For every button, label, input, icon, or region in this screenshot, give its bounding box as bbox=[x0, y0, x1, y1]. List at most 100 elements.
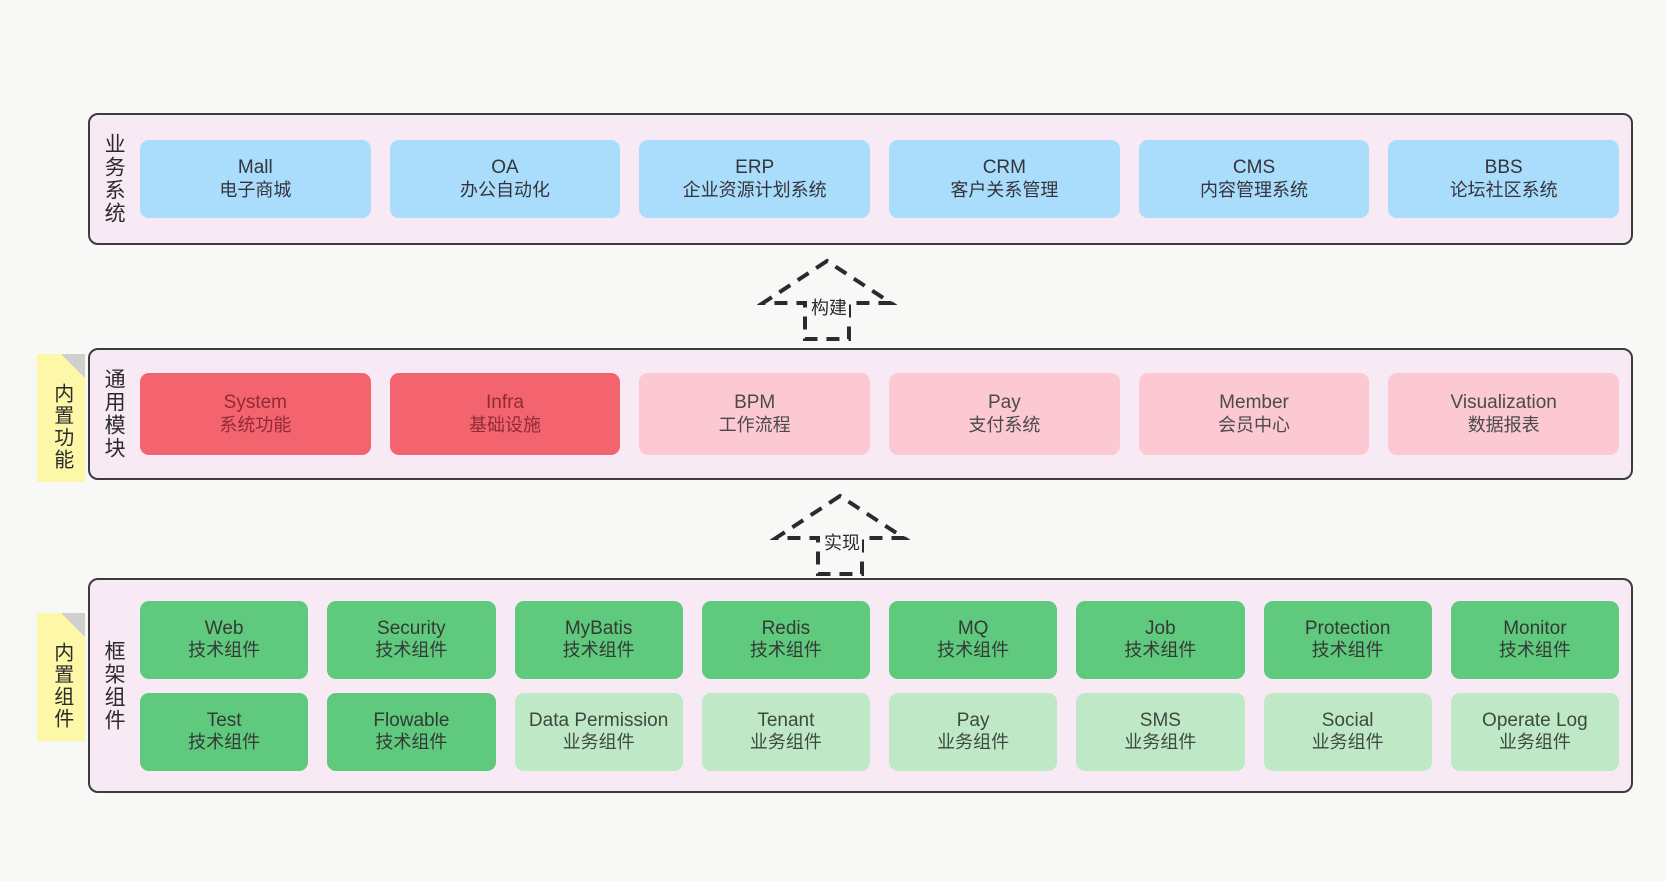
module-card-subtitle: 技术组件 bbox=[188, 640, 261, 661]
module-card-subtitle: 技术组件 bbox=[937, 640, 1010, 661]
module-card-subtitle: 技术组件 bbox=[1311, 640, 1384, 661]
arrow-build-label: 构建 bbox=[809, 294, 849, 320]
module-card-subtitle: 系统功能 bbox=[219, 414, 292, 435]
sticky-note-label: 内置组件 bbox=[50, 642, 73, 730]
module-card-subtitle: 数据报表 bbox=[1467, 414, 1540, 435]
module-card-title: SMS bbox=[1139, 709, 1181, 731]
module-card-subtitle: 工作流程 bbox=[718, 414, 791, 435]
module-card-title: CMS bbox=[1232, 157, 1276, 179]
module-card-subtitle: 内容管理系统 bbox=[1200, 179, 1309, 200]
sticky-note-label: 内置功能 bbox=[50, 383, 73, 471]
module-card-subtitle: 业务组件 bbox=[562, 732, 635, 753]
module-card-title: ERP bbox=[735, 157, 775, 179]
module-card-title: Redis bbox=[761, 617, 811, 639]
module-card-title: Job bbox=[1145, 617, 1176, 639]
module-card-subtitle: 技术组件 bbox=[375, 732, 448, 753]
module-card-title: Pay bbox=[956, 709, 990, 731]
module-card-title: BPM bbox=[734, 392, 776, 414]
layer-title-business-systems: 业务系统 bbox=[102, 133, 126, 225]
module-card-subtitle: 企业资源计划系统 bbox=[682, 179, 827, 200]
module-card-title: BBS bbox=[1484, 157, 1523, 179]
module-card-title: Flowable bbox=[373, 709, 450, 731]
module-card-title: Test bbox=[206, 709, 242, 731]
module-card-subtitle: 业务组件 bbox=[1498, 732, 1571, 753]
module-card-title: Protection bbox=[1304, 617, 1391, 639]
arrow-build: 构建 bbox=[756, 255, 898, 343]
module-card-subtitle: 办公自动化 bbox=[460, 179, 550, 200]
module-card-title: Operate Log bbox=[1482, 709, 1588, 731]
module-card-title: Member bbox=[1219, 392, 1289, 414]
module-card-title: Tenant bbox=[757, 709, 815, 731]
module-card-subtitle: 客户关系管理 bbox=[950, 179, 1059, 200]
module-card-subtitle: 业务组件 bbox=[1124, 732, 1197, 753]
module-card-title: Infra bbox=[485, 392, 525, 414]
arrow-implement: 实现 bbox=[769, 490, 911, 578]
module-card-subtitle: 业务组件 bbox=[937, 732, 1010, 753]
module-card-title: Visualization bbox=[1450, 392, 1557, 414]
module-card-title: Pay bbox=[987, 392, 1021, 414]
module-card-title: System bbox=[223, 392, 288, 414]
module-card-subtitle: 技术组件 bbox=[1124, 640, 1197, 661]
module-card-title: Data Permission bbox=[528, 709, 669, 731]
module-card-subtitle: 技术组件 bbox=[375, 640, 448, 661]
arrow-build-glyph bbox=[756, 258, 898, 341]
sticky-note-builtin-component: 内置组件 bbox=[37, 613, 85, 741]
module-card-title: Mall bbox=[237, 157, 273, 179]
module-card-title: Social bbox=[1321, 709, 1374, 731]
module-card-title: OA bbox=[491, 157, 519, 179]
layer-title-common-modules: 通用模块 bbox=[102, 368, 126, 460]
module-card-title: MQ bbox=[957, 617, 989, 639]
module-card-subtitle: 论坛社区系统 bbox=[1449, 179, 1558, 200]
arrow-implement-label: 实现 bbox=[822, 529, 862, 555]
module-card-subtitle: 业务组件 bbox=[1311, 732, 1384, 753]
arrow-implement-glyph bbox=[769, 493, 911, 576]
module-card-title: MyBatis bbox=[564, 617, 633, 639]
module-card-subtitle: 技术组件 bbox=[1498, 640, 1571, 661]
module-card-title: Monitor bbox=[1503, 617, 1567, 639]
note-fold-corner-icon bbox=[61, 354, 85, 378]
module-card-subtitle: 业务组件 bbox=[749, 732, 822, 753]
module-card-subtitle: 会员中心 bbox=[1218, 414, 1291, 435]
module-card-subtitle: 技术组件 bbox=[749, 640, 822, 661]
module-card-title: CRM bbox=[982, 157, 1026, 179]
layer-title-framework-components: 框架组件 bbox=[102, 639, 126, 732]
